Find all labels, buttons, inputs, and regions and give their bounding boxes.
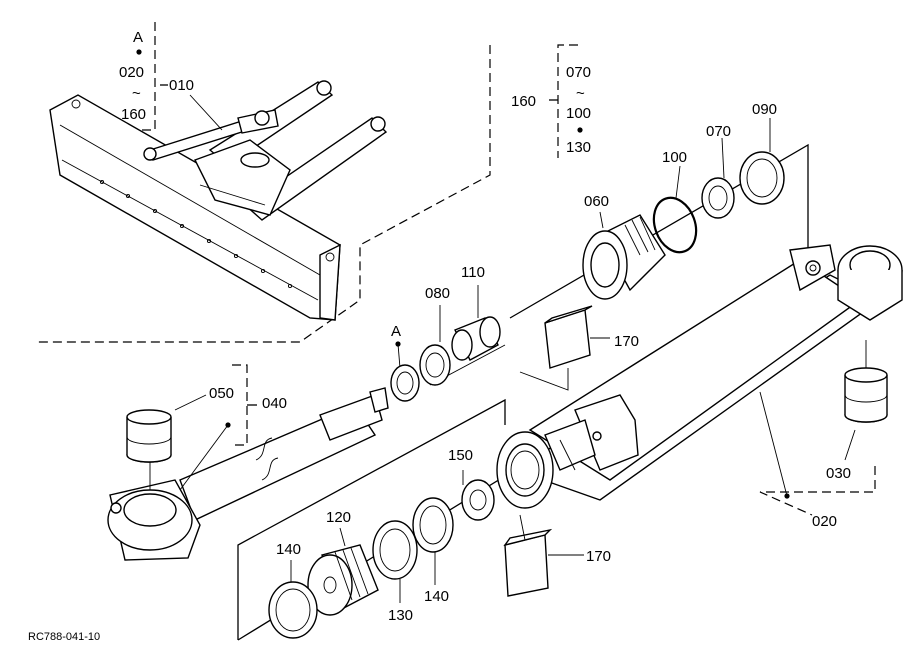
bushing-050 (126, 409, 172, 490)
seal-ring-a (390, 364, 420, 402)
ring-090 (739, 151, 785, 205)
nut-150 (461, 479, 495, 521)
ring-080 (419, 344, 451, 386)
inset-frame (36, 22, 491, 343)
seal-070 (701, 177, 735, 219)
group-010-from: 020 (119, 64, 144, 81)
group-160-mid: 100 (566, 105, 591, 122)
callout-030: 030 (826, 465, 851, 482)
group-160-callout: 160 070 ~ 100 130 (511, 44, 591, 158)
callout-100: 100 (662, 149, 687, 166)
group-160-tilde: ~ (576, 85, 585, 102)
callout-060: 060 (584, 193, 609, 210)
callout-130: 130 (388, 607, 413, 624)
bushing-030 (844, 340, 888, 423)
o-ring-100 (652, 196, 698, 254)
callout-110: 110 (461, 264, 485, 281)
callout-070: 070 (706, 123, 731, 140)
block-170-upper (544, 305, 593, 369)
group-010-tilde: ~ (132, 85, 141, 102)
seal-140-upper (412, 497, 454, 553)
callout-120: 120 (326, 509, 351, 526)
callout-160: 160 (511, 93, 536, 110)
blade-assembly-illustration (49, 80, 388, 321)
callout-140-left: 140 (276, 541, 301, 558)
callout-080: 080 (425, 285, 450, 302)
callout-150: 150 (448, 447, 473, 464)
gland-060 (582, 214, 666, 300)
drawing-code: RC788-041-10 (28, 631, 100, 643)
piston-120 (307, 544, 379, 616)
callout-020: 020 (812, 513, 837, 530)
callout-170-upper: 170 (614, 333, 639, 350)
piston-rod (107, 387, 389, 561)
callout-010: 010 (169, 77, 194, 94)
bushing-110 (451, 316, 501, 361)
callout-090: 090 (752, 101, 777, 118)
group-010-to: 160 (121, 106, 146, 123)
cylinder-tube (496, 244, 903, 509)
seal-140-lower (268, 581, 318, 639)
callout-170-lower: 170 (586, 548, 611, 565)
ring-130 (372, 520, 418, 580)
group-160-to: 130 (566, 139, 591, 156)
marker-a: A (391, 323, 401, 340)
group-160-from: 070 (566, 64, 591, 81)
callout-040: 040 (262, 395, 287, 412)
group-010-top: A (133, 29, 143, 46)
block-170-lower (503, 528, 553, 597)
callout-050: 050 (209, 385, 234, 402)
group-010-callout: A 020 ~ 160 010 (119, 29, 223, 131)
callout-140-right: 140 (424, 588, 449, 605)
